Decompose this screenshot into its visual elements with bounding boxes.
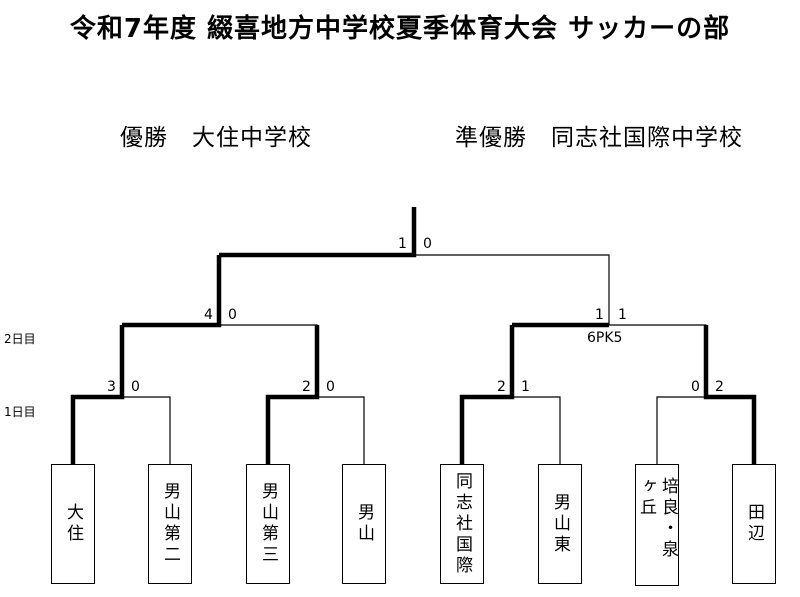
line-r1m4-left [656, 396, 706, 464]
team-box-otokoyama: 男山 [342, 464, 386, 584]
win-otokoyama3-r1 [265, 325, 320, 464]
r1m1-score-left: 3 [107, 379, 116, 395]
bracket-thin-lines [122, 254, 707, 464]
team-box-tanabe: 田辺 [732, 464, 776, 584]
semi2-pk-score: 6PK5 [587, 330, 623, 346]
semi2-score-left: 1 [595, 307, 604, 323]
win-oosumi-final [219, 207, 417, 258]
winner-label: 優勝 大住中学校 [120, 125, 312, 151]
team-name: 同志社国際 [452, 471, 472, 577]
r1m4-score-left: 0 [691, 379, 700, 395]
team-name: 男山東 [550, 492, 570, 556]
day1-label: 1日目 [4, 405, 36, 419]
day2-label: 2日目 [4, 332, 36, 346]
semi2-score-right: 1 [618, 307, 627, 323]
team-name: 男山 [354, 503, 374, 545]
team-name: 男山第二 [160, 482, 180, 566]
team-name: 培良・泉ヶ丘 [636, 477, 678, 561]
team-name: 大住 [63, 503, 83, 545]
team-box-oosumi: 大住 [51, 464, 95, 584]
r1m2-score-left: 2 [302, 379, 311, 395]
final-score-left: 1 [398, 236, 407, 252]
team-box-doshisha-kokusai: 同志社国際 [440, 464, 484, 584]
r1m3-score-right: 1 [521, 379, 530, 395]
team-name: 田辺 [744, 503, 764, 545]
team-box-otokoyama-higashi: 男山東 [538, 464, 582, 584]
page-title: 令和7年度 綴喜地方中学校夏季体育大会 サッカーの部 [69, 14, 731, 44]
r1m1-score-right: 0 [131, 379, 140, 395]
final-score-right: 0 [423, 236, 432, 252]
line-r1m2-right [317, 396, 365, 464]
team-box-otokoyama-daisan: 男山第三 [246, 464, 290, 584]
line-r1m3-right [512, 396, 561, 464]
line-final-right [414, 254, 610, 325]
win-tanabe-r1 [703, 325, 757, 464]
semi1-score-right: 0 [228, 307, 237, 323]
team-box-otokoyama-daini: 男山第二 [148, 464, 192, 584]
win-doshisha-r1 [459, 325, 515, 464]
semi1-score-left: 4 [204, 307, 213, 323]
runner-up-label: 準優勝 同志社国際中学校 [455, 125, 743, 151]
team-box-baira-izumigaoka: 培良・泉ヶ丘 [635, 464, 679, 586]
team-name: 男山第三 [258, 482, 278, 566]
line-r1m1-right [122, 396, 171, 464]
win-oosumi-semi [122, 255, 222, 328]
r1m4-score-right: 2 [715, 379, 724, 395]
win-oosumi-r1 [70, 325, 125, 464]
r1m2-score-right: 0 [326, 379, 335, 395]
bracket-thick-lines [70, 207, 757, 464]
r1m3-score-left: 2 [497, 379, 506, 395]
